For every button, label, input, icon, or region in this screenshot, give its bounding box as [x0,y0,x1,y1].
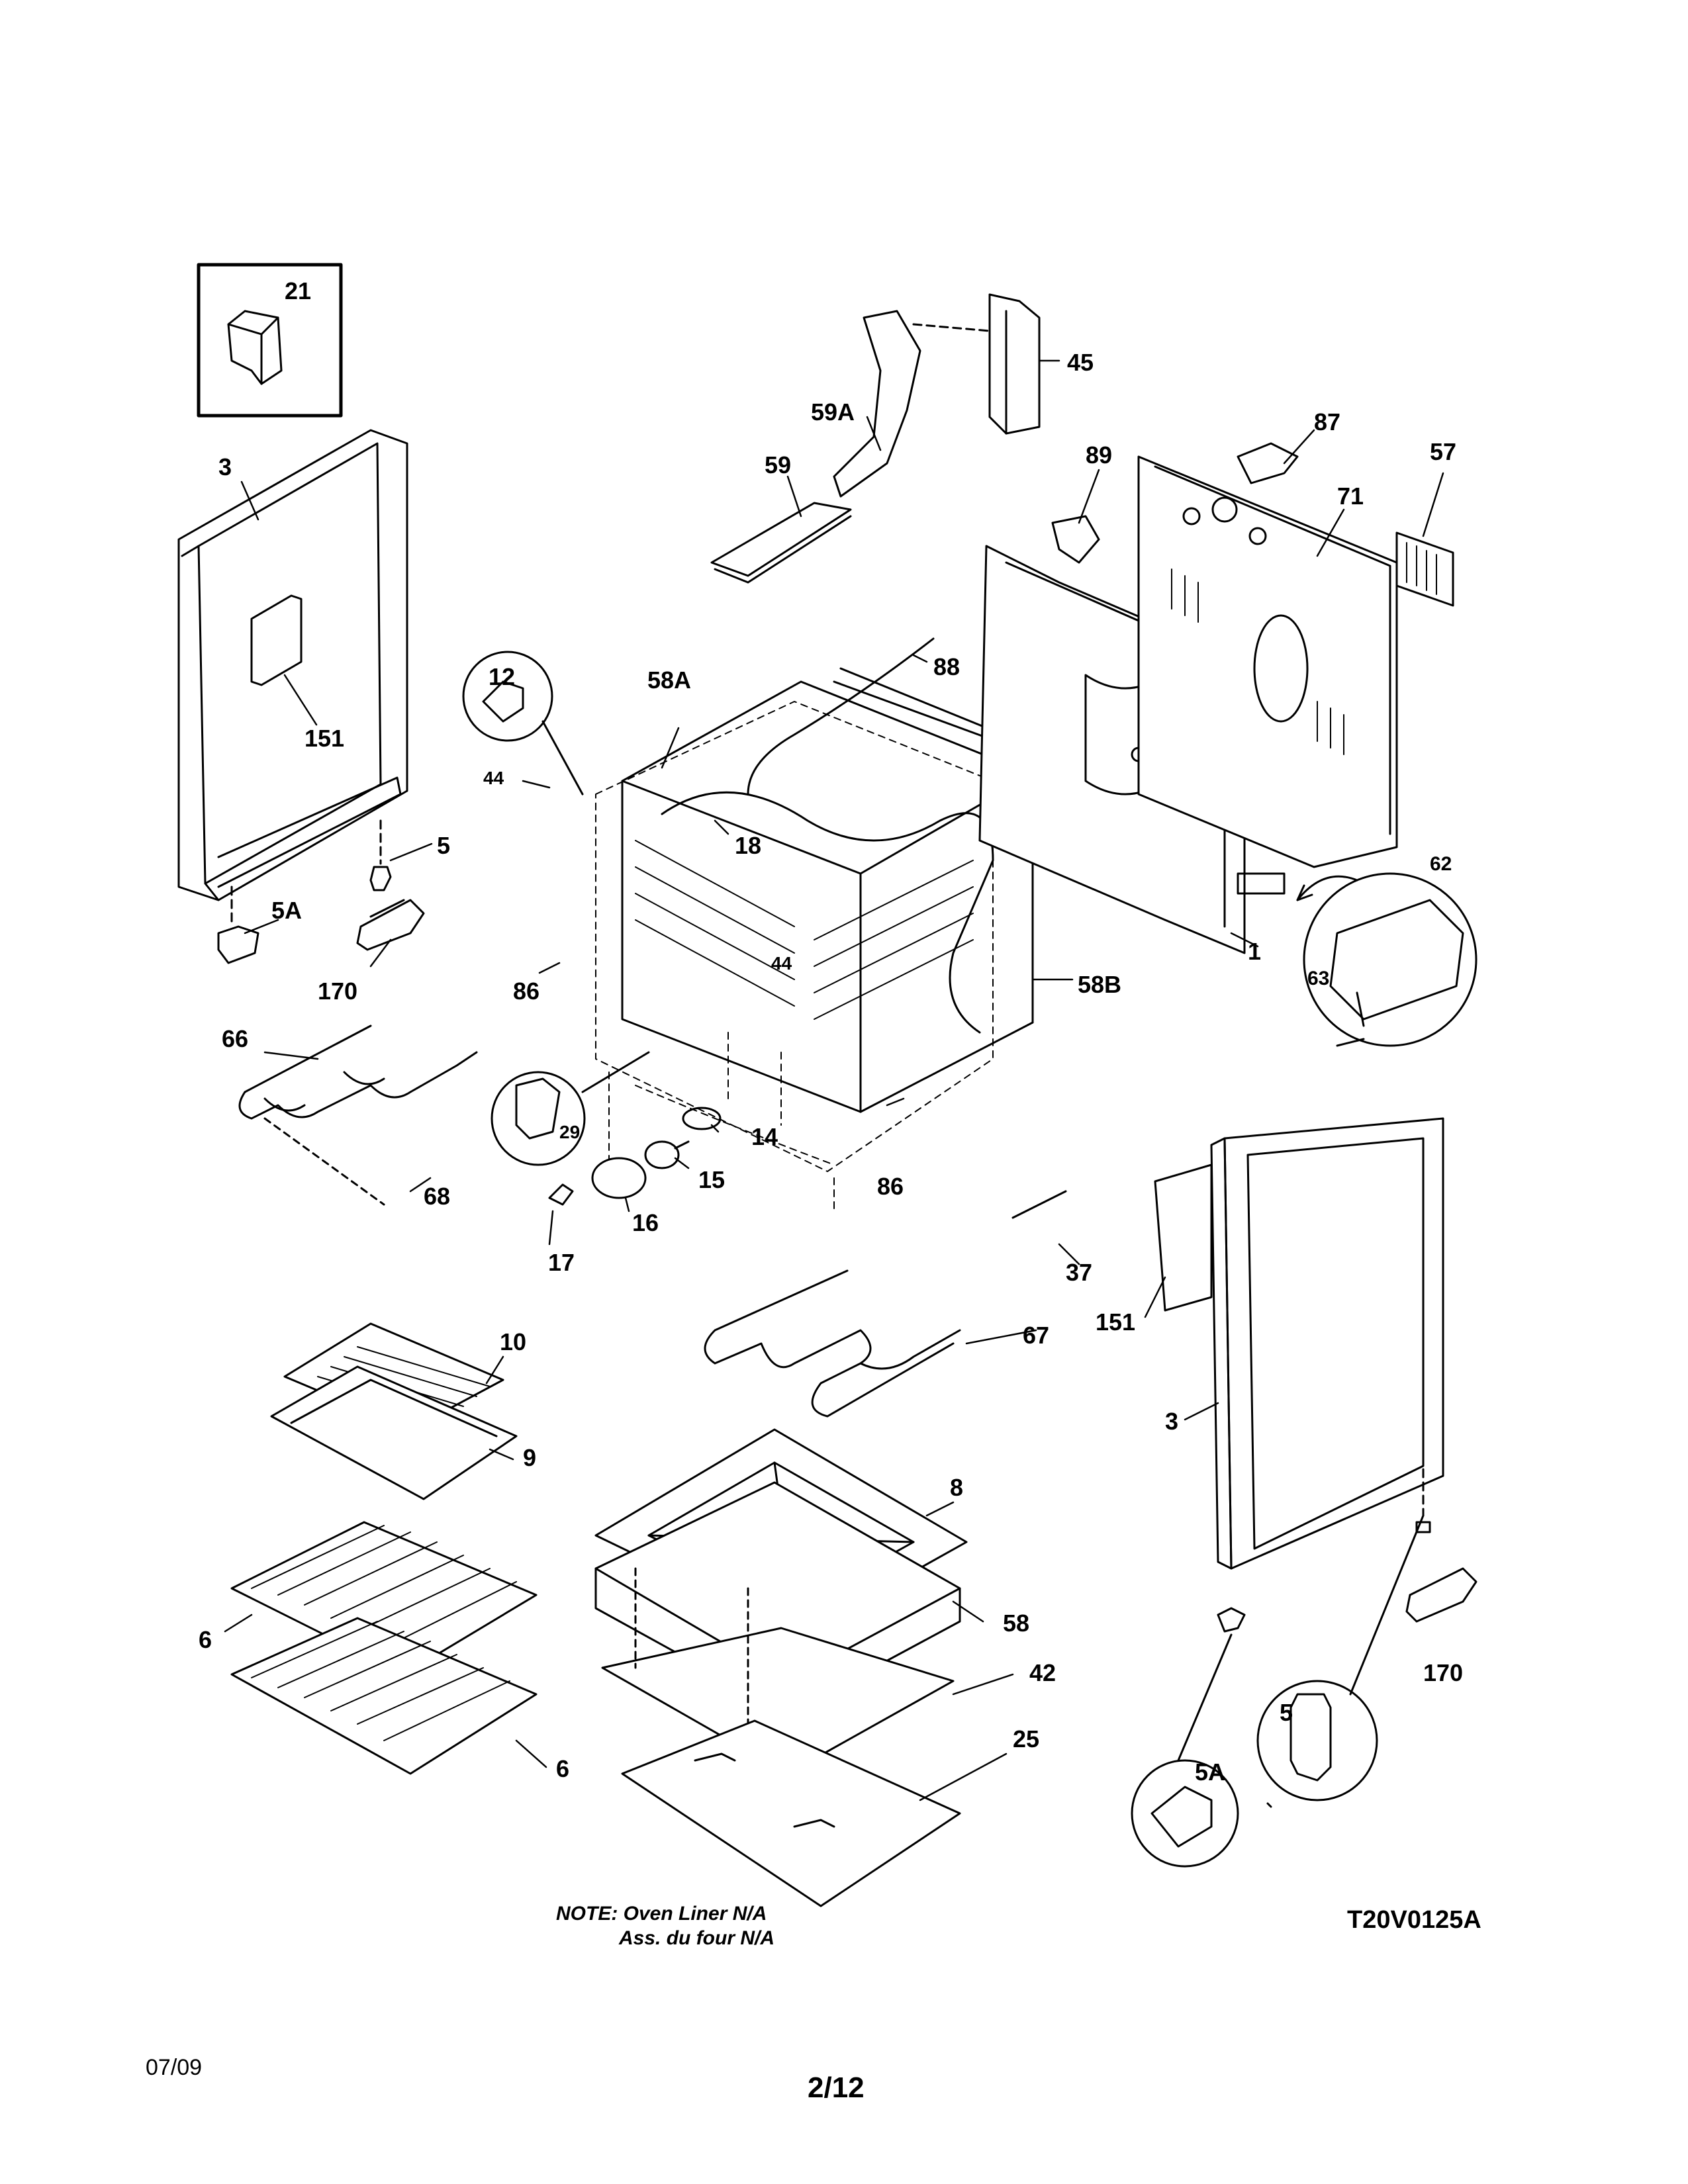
callout-170-right: 170 [1423,1659,1463,1686]
drawing-code: T20V0125A [1347,1906,1481,1934]
part-17-clip [548,1183,574,1206]
part-15-bulb [644,1140,690,1169]
callout-59: 59 [765,451,791,478]
part-5A-bracket-left [217,886,259,964]
part-21-inset [197,263,343,418]
callout-6-lower: 6 [556,1755,569,1782]
callout-151-left: 151 [305,725,344,752]
callout-45: 45 [1067,349,1094,376]
part-170-bracket-right [1405,1567,1477,1623]
callout-62: 62 [1430,853,1452,875]
callout-58: 58 [1003,1610,1029,1637]
callout-10: 10 [500,1328,526,1355]
part-25-bottom-cover [621,1719,961,1907]
callout-87: 87 [1314,408,1340,435]
callout-44-lower: 44 [771,953,792,974]
callout-89: 89 [1086,441,1112,469]
part-5-leveler-right-detail [1256,1455,1431,1808]
part-6-oven-rack-lower [230,1617,538,1775]
callout-5-left: 5 [437,832,450,859]
callout-58A: 58A [647,666,691,694]
part-59-vent-duct [710,502,852,584]
part-57-vent-grille [1395,531,1454,696]
part-37-sensor [1011,1190,1067,1219]
callout-18: 18 [735,832,761,859]
callout-170-left: 170 [318,978,357,1005]
callout-88: 88 [933,653,960,680]
callout-86-left: 86 [513,978,539,1005]
part-170-bracket-left [356,899,425,951]
part-45-vent-cover [912,293,1041,435]
callout-58B: 58B [1078,971,1121,998]
part-9-broil-pan [270,1365,518,1500]
callout-12: 12 [489,663,515,690]
callout-44-upper: 44 [483,768,504,788]
part-5A-bracket-right-detail [1131,1607,1246,1868]
callout-15: 15 [698,1166,725,1193]
callout-86-right: 86 [877,1173,904,1200]
part-88-wire [747,637,935,796]
part-59A-vent-duct [833,310,921,498]
part-58A-oven-insulation [621,667,1034,1113]
callout-63: 63 [1307,968,1329,989]
callout-8: 8 [950,1474,963,1501]
callout-29: 29 [559,1122,580,1142]
part-66-broil-element [238,1024,478,1206]
callout-3-left: 3 [218,453,232,480]
callout-17: 17 [548,1249,575,1276]
part-3-right-door [1210,1117,1444,1570]
callout-151-right: 151 [1096,1308,1135,1336]
part-12-light-switch-detail [462,651,584,796]
oven-racks-lines [635,840,974,1020]
callout-67: 67 [1023,1322,1049,1349]
callout-21: 21 [285,277,311,304]
leader-lines [224,359,1444,1801]
callout-6-upper: 6 [199,1626,212,1653]
callout-66: 66 [222,1025,248,1052]
part-5-leveler-left [369,819,392,891]
part-3-left-door [177,429,408,901]
callout-42: 42 [1029,1659,1056,1686]
part-67-bake-element [704,1269,961,1418]
callout-68: 68 [424,1183,450,1210]
callout-71: 71 [1337,482,1364,510]
part-62-terminal-block-detail [1237,872,1477,1047]
callout-5A-right: 5A [1195,1758,1225,1786]
callout-9: 9 [523,1444,536,1471]
callout-3-right: 3 [1165,1408,1178,1435]
note-oven-liner-french: Ass. du four N/A [619,1927,775,1949]
page-number: 2/12 [808,2071,865,2104]
part-16-lens [591,1157,647,1199]
part-14-socket [682,1107,722,1130]
callout-25: 25 [1013,1725,1039,1752]
part-71-rear-panel [1137,455,1398,868]
part-29-lamp-housing-detail [491,1051,650,1166]
callout-57: 57 [1430,438,1456,465]
callout-14: 14 [751,1123,778,1150]
part-151-right-door-bracket [1154,1163,1213,1312]
callout-37: 37 [1066,1259,1092,1286]
callout-59A: 59A [811,398,855,426]
oven-liner-dashed [595,701,994,1212]
part-89-bracket [1051,515,1100,564]
callout-5A-left: 5A [271,897,302,924]
callout-5-right: 5 [1280,1699,1293,1726]
callout-1: 1 [1248,938,1261,965]
note-oven-liner: NOTE: Oven Liner N/A [556,1903,767,1925]
part-87-plate [1237,442,1299,484]
callout-16: 16 [632,1209,659,1236]
revision-date: 07/09 [146,2055,203,2080]
